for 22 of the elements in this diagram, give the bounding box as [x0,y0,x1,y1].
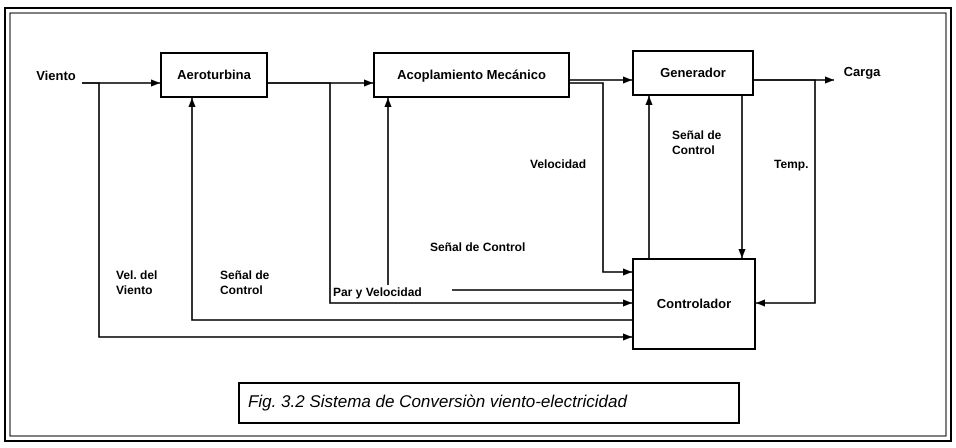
process-box: Acoplamiento Mecánico [373,52,570,98]
edge-label: Par y Velocidad [332,285,452,300]
process-box: Generador [632,50,754,96]
edge-label: Vel. del Viento [116,268,158,298]
edge-label: Señal de Control [220,268,270,298]
edge-label: Señal de Control [430,240,526,255]
arrow [754,79,816,307]
arrow [738,96,746,258]
edge-label: Velocidad [530,157,588,172]
arrow [645,96,653,258]
edge-label: Señal de Control [672,128,722,158]
node-label: Carga [834,62,890,82]
arrow [570,82,632,276]
arrow [570,76,632,84]
arrow [188,98,632,321]
node-label: Viento [30,66,82,86]
arrow [82,82,632,341]
arrow [268,82,632,307]
process-box: Aeroturbina [160,52,268,98]
process-box: Controlador [632,258,756,350]
edge-label: Temp. [774,157,810,172]
figure-caption: Fig. 3.2 Sistema de Conversiòn viento-electricidad [238,382,740,424]
